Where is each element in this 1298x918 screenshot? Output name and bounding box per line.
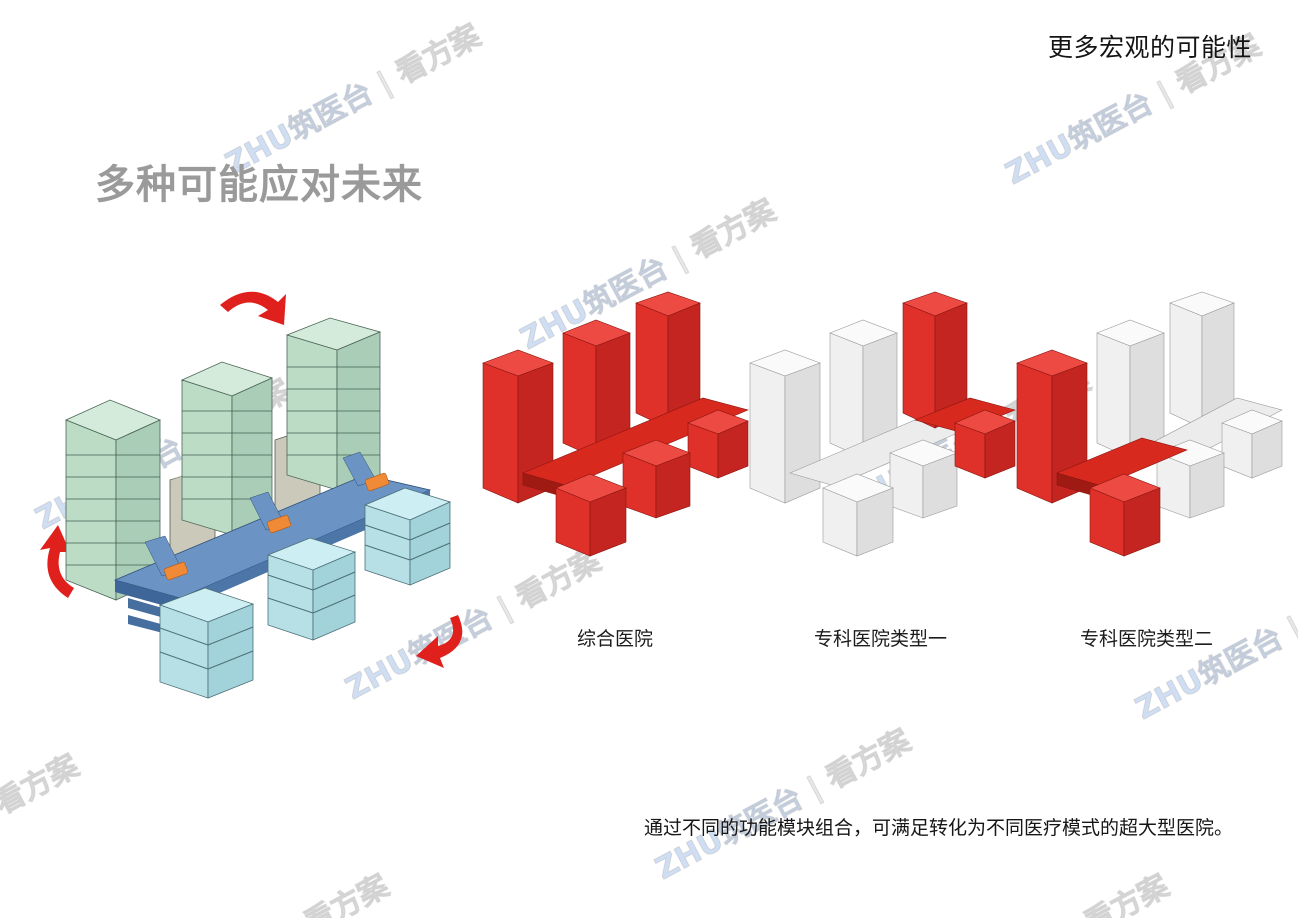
base-model-diagram [10, 280, 480, 710]
page-header-title: 更多宏观的可能性 [1047, 33, 1252, 62]
tower-block [64, 399, 162, 601]
caption-specialty-hospital-2: 专科医院类型二 [1080, 628, 1214, 650]
watermark: 看方案 [1078, 868, 1175, 918]
tower-block [285, 317, 382, 491]
general-hospital-diagram [478, 288, 753, 563]
ward-block [363, 487, 452, 586]
caption-general-hospital: 综合医院 [577, 628, 654, 650]
specialty-hospital-1-diagram [745, 288, 1020, 563]
rotate-arrow-icon [220, 291, 286, 325]
section-title: 多种可能应对未来 [95, 162, 423, 208]
footer-description: 通过不同的功能模块组合，可满足转化为不同医疗模式的超大型医院。 [644, 817, 1234, 839]
tower-block [180, 361, 274, 536]
watermark: 看方案 [0, 748, 85, 822]
caption-specialty-hospital-1: 专科医院类型一 [814, 628, 948, 650]
ward-block [266, 537, 357, 641]
specialty-hospital-2-diagram [1012, 288, 1287, 563]
ward-block [158, 587, 255, 699]
connector-block [163, 472, 390, 581]
rotate-arrow-icon [416, 615, 463, 668]
watermark: ZHU筑医台 | 看方案 [649, 723, 917, 888]
rotate-arrow-icon [40, 525, 74, 598]
watermark: 看方案 [298, 868, 395, 918]
